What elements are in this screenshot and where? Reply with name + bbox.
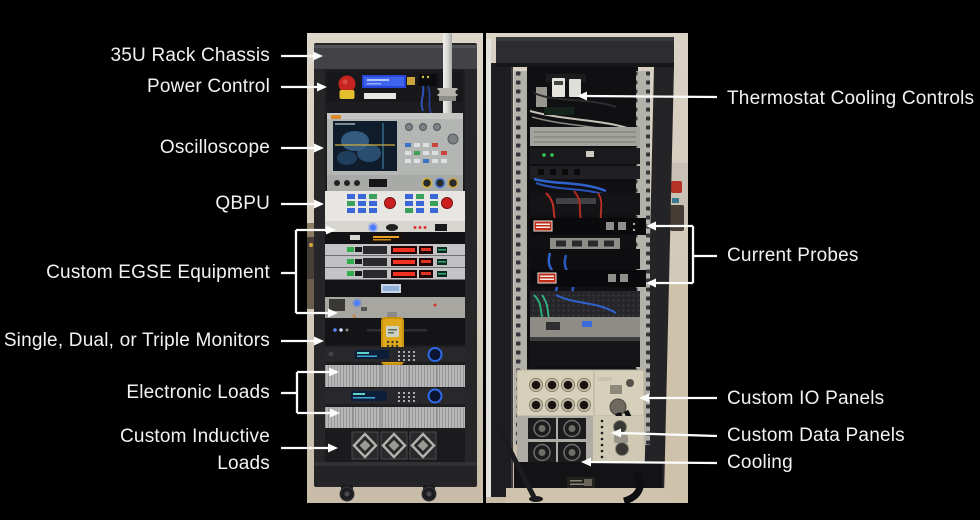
- data-panel-connectors: [593, 416, 644, 462]
- round-connectors: [529, 378, 591, 412]
- bnc-connector: [421, 177, 433, 189]
- label-qbpu: QBPU: [215, 193, 270, 214]
- label-custom-io-panels: Custom IO Panels: [727, 388, 885, 409]
- floor-cable: [622, 471, 644, 503]
- oscilloscope-controls: [405, 123, 459, 163]
- lower-units: [530, 317, 640, 367]
- floor: [307, 485, 483, 503]
- fan-grille-2: [380, 431, 408, 460]
- label-monitors: Single, Dual, or Triple Monitors: [3, 330, 270, 351]
- label-power-control: Power Control: [147, 76, 270, 97]
- open-door: [486, 39, 513, 497]
- fan-2: [558, 418, 586, 439]
- warning-label: [537, 272, 557, 284]
- oscilloscope-unit: [327, 113, 463, 191]
- label-oscilloscope: Oscilloscope: [159, 137, 270, 158]
- label-custom-data-panels: Custom Data Panels: [727, 425, 905, 446]
- rack-frame: [496, 37, 674, 497]
- electronic-load-2: [325, 388, 465, 428]
- qbpu-unit: [325, 191, 465, 221]
- room-background-items: [666, 163, 688, 503]
- load-grille: [325, 365, 465, 387]
- qbpu-red-button: [384, 197, 396, 209]
- qbpu-displays: [347, 194, 438, 213]
- silver-chassis-unit: [530, 127, 640, 146]
- egse-power-supplies: [325, 244, 465, 280]
- cooling-fan-panel: [517, 416, 593, 463]
- door-edge-highlight: [486, 39, 491, 497]
- blue-cable: [420, 85, 425, 112]
- inductive-load-fans: [325, 430, 465, 462]
- blue-led: [370, 224, 376, 231]
- label-electronic-loads: Electronic Loads: [126, 382, 270, 403]
- back-rack-illustration: [486, 33, 688, 503]
- thermostat-units: [536, 74, 586, 107]
- label-35u-rack-chassis: 35U Rack Chassis: [110, 45, 270, 66]
- label-custom-egse-equipment: Custom EGSE Equipment: [46, 262, 270, 283]
- blue-knob: [427, 347, 443, 362]
- label-current-probes: Current Probes: [727, 245, 859, 266]
- fan-3: [528, 442, 556, 463]
- fan-grille-3: [409, 431, 437, 460]
- fan-1: [528, 418, 556, 439]
- electronic-load-1: [325, 347, 465, 387]
- fan-4: [558, 442, 586, 463]
- ups-unit: [325, 280, 465, 297]
- shelf-panel: [325, 297, 465, 334]
- current-probe-bar-1: [530, 218, 646, 235]
- door-stay-leg: [493, 421, 539, 503]
- cable-plug: [609, 398, 627, 416]
- rear-gear-rows: [530, 148, 640, 230]
- emergency-stop-button: [338, 75, 356, 93]
- amber-display-unit: [325, 232, 465, 244]
- left-rack-rail: [514, 71, 527, 445]
- label-custom-inductive-loads: Custom Inductive Loads: [120, 426, 270, 474]
- fan-grille-1: [351, 431, 379, 460]
- rack-base: [493, 421, 666, 503]
- label-thermostat-cooling-controls: Thermostat Cooling Controls: [727, 88, 975, 109]
- egse-connector-strip: [325, 221, 465, 234]
- label-cooling: Cooling: [727, 452, 793, 473]
- rack-base: [314, 462, 477, 502]
- pcb-board: [544, 107, 574, 115]
- front-rack-illustration: [307, 33, 483, 503]
- back-rack-photo: [486, 33, 688, 503]
- warning-label: [533, 220, 553, 232]
- rack-top-chassis: [314, 45, 477, 69]
- blue-wires: [533, 177, 607, 193]
- front-rack-photo: [307, 33, 483, 503]
- mid-connector-row: [550, 238, 620, 249]
- current-probe-bar-2: [530, 270, 646, 287]
